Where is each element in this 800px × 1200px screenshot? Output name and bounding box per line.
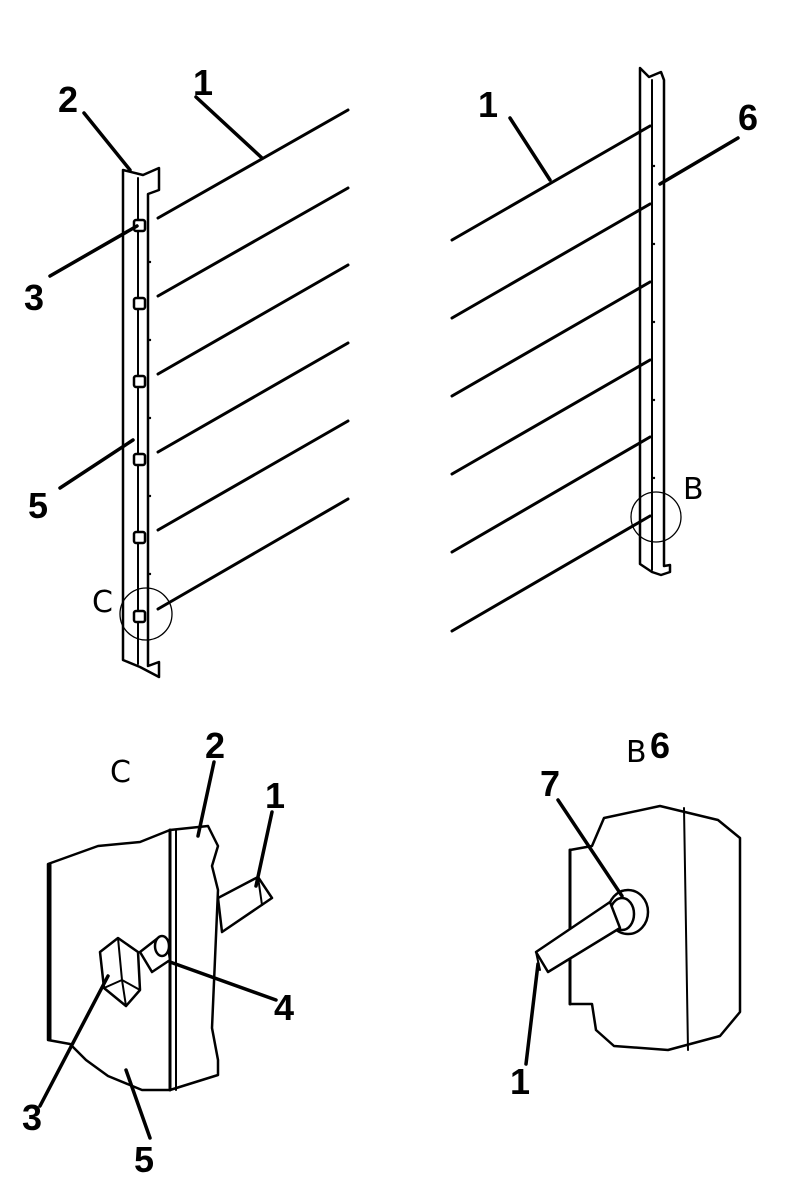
left-rod-6 — [156, 497, 350, 611]
detail-b-rail-fold — [683, 807, 689, 1051]
detail-c-marker — [119, 587, 173, 641]
detail-b-view: B 7 6 1 — [510, 725, 742, 1102]
leader-5-detail — [124, 1068, 152, 1140]
callout-2-detail: 2 — [205, 725, 225, 766]
leader-1-right — [508, 116, 552, 182]
leader-5-left — [58, 438, 135, 490]
left-rod-1 — [156, 108, 350, 220]
detail-b-label: B — [683, 472, 704, 507]
detail-b-heading: B — [626, 735, 647, 770]
leader-1-left — [194, 95, 264, 160]
left-rail-knobs — [132, 218, 147, 624]
left-rail-holes — [148, 260, 152, 576]
leader-1-detail-b — [524, 962, 540, 1066]
detail-c-rod — [216, 875, 274, 934]
callout-1-detail-c: 1 — [265, 775, 285, 816]
leader-2-detail — [196, 760, 216, 838]
right-rack-rods — [450, 124, 652, 633]
leader-6-right — [658, 136, 740, 186]
left-rod-4 — [156, 341, 350, 454]
right-rod-5 — [450, 435, 652, 554]
leader-7-detail — [556, 798, 624, 898]
leader-1-detail-c — [254, 810, 274, 888]
callout-5-left: 5 — [28, 485, 48, 526]
detail-c-label: C — [92, 585, 113, 620]
right-rod-1 — [450, 124, 652, 242]
callout-7-detail: 7 — [540, 763, 560, 804]
callout-5-detail: 5 — [134, 1139, 154, 1180]
right-rail-holes — [652, 164, 656, 480]
detail-c-washer-pin — [138, 934, 172, 974]
right-rod-3 — [450, 280, 652, 398]
detail-c-knob — [98, 936, 142, 1008]
callout-3-left: 3 — [24, 277, 44, 318]
knob-6 — [132, 609, 147, 624]
right-rod-6 — [450, 514, 652, 633]
leader-3-detail — [38, 974, 110, 1108]
left-rod-2 — [156, 186, 350, 298]
left-rack-rods — [156, 108, 350, 611]
callout-2-left: 2 — [58, 79, 78, 120]
detail-b-marker — [630, 491, 682, 543]
callout-1-right: 1 — [478, 84, 498, 125]
detail-b-rail-section — [568, 804, 742, 1052]
knob-2 — [132, 296, 147, 311]
knob-1 — [132, 218, 147, 233]
left-rack-assembly: 1 2 3 5 C — [24, 62, 350, 679]
callout-3-detail: 3 — [22, 1097, 42, 1138]
leader-4-detail — [168, 960, 278, 1002]
detail-c-view: C 2 1 4 3 5 — [22, 725, 294, 1180]
detail-c-heading: C — [110, 755, 131, 790]
knob-5 — [132, 530, 147, 545]
left-rod-5 — [156, 419, 350, 532]
right-rod-4 — [450, 358, 652, 476]
callout-6-detail: 6 — [650, 725, 670, 766]
knob-4 — [132, 452, 147, 467]
knob-3 — [132, 374, 147, 389]
callout-6-right: 6 — [738, 97, 758, 138]
right-rod-2 — [450, 202, 652, 320]
callout-4-detail: 4 — [274, 987, 294, 1028]
callout-1-detail-b: 1 — [510, 1061, 530, 1102]
left-rail — [121, 166, 161, 679]
right-rack-assembly: 1 6 B — [450, 66, 758, 633]
left-rod-3 — [156, 263, 350, 376]
callout-1-left: 1 — [193, 62, 213, 103]
leader-3-left — [48, 224, 139, 278]
leader-2-left — [82, 111, 132, 172]
